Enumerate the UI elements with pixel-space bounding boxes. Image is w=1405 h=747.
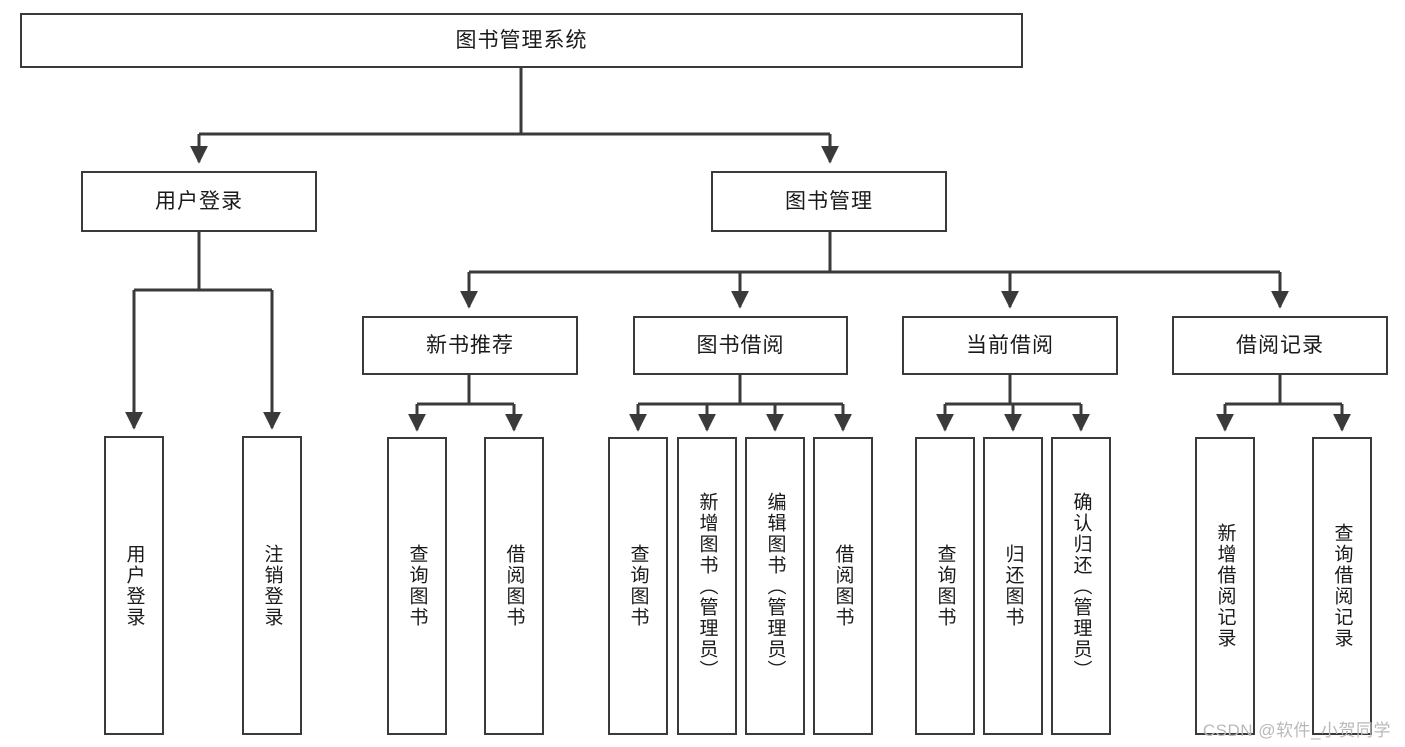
leaf-user-login-logout[interactable]: 注销登录 [242, 436, 302, 735]
node-borrow-record[interactable]: 借阅记录 [1172, 316, 1388, 375]
leaf-label: 注销登录 [261, 543, 283, 628]
leaf-book-borrow-add[interactable]: 新增图书（管理员） [677, 437, 737, 735]
leaf-label: 确认归还（管理员） [1070, 491, 1092, 681]
leaf-new-book-borrow[interactable]: 借阅图书 [484, 437, 544, 735]
leaf-borrow-record-query[interactable]: 查询借阅记录 [1312, 437, 1372, 735]
leaf-book-borrow-query[interactable]: 查询图书 [608, 437, 668, 735]
leaf-label: 借阅图书 [832, 544, 854, 628]
node-current-borrow[interactable]: 当前借阅 [902, 316, 1118, 375]
leaf-label: 借阅图书 [503, 544, 525, 628]
leaf-label: 用户登录 [123, 543, 145, 628]
node-book-borrow[interactable]: 图书借阅 [633, 316, 848, 375]
leaf-current-borrow-query[interactable]: 查询图书 [915, 437, 975, 735]
leaf-label: 新增借阅记录 [1214, 523, 1236, 649]
leaf-current-borrow-confirm[interactable]: 确认归还（管理员） [1051, 437, 1111, 735]
node-user-login[interactable]: 用户登录 [81, 171, 317, 232]
leaf-current-borrow-return[interactable]: 归还图书 [983, 437, 1043, 735]
leaf-book-borrow-lend[interactable]: 借阅图书 [813, 437, 873, 735]
leaf-label: 查询借阅记录 [1331, 523, 1353, 649]
node-book-manage[interactable]: 图书管理 [711, 171, 947, 232]
leaf-label: 查询图书 [934, 544, 956, 628]
node-new-book-recommend[interactable]: 新书推荐 [362, 316, 578, 375]
node-current-borrow-label: 当前借阅 [966, 333, 1054, 357]
leaf-label: 归还图书 [1002, 544, 1024, 628]
leaf-label: 编辑图书（管理员） [764, 491, 786, 681]
leaf-label: 新增图书（管理员） [696, 491, 718, 681]
node-user-login-label: 用户登录 [155, 189, 243, 213]
node-book-manage-label: 图书管理 [785, 189, 873, 213]
leaf-new-book-query[interactable]: 查询图书 [387, 437, 447, 735]
node-book-borrow-label: 图书借阅 [696, 333, 785, 357]
leaf-label: 查询图书 [627, 544, 649, 628]
node-root-label: 图书管理系统 [455, 28, 588, 52]
leaf-label: 查询图书 [406, 544, 428, 628]
leaf-book-borrow-edit[interactable]: 编辑图书（管理员） [745, 437, 805, 735]
csdn-watermark: CSDN @软件_小贺同学 [1202, 721, 1391, 740]
node-root[interactable]: 图书管理系统 [20, 13, 1023, 68]
node-new-book-recommend-label: 新书推荐 [426, 333, 514, 357]
leaf-borrow-record-add[interactable]: 新增借阅记录 [1195, 437, 1255, 735]
node-borrow-record-label: 借阅记录 [1236, 333, 1324, 357]
leaf-user-login-signin[interactable]: 用户登录 [104, 436, 164, 735]
